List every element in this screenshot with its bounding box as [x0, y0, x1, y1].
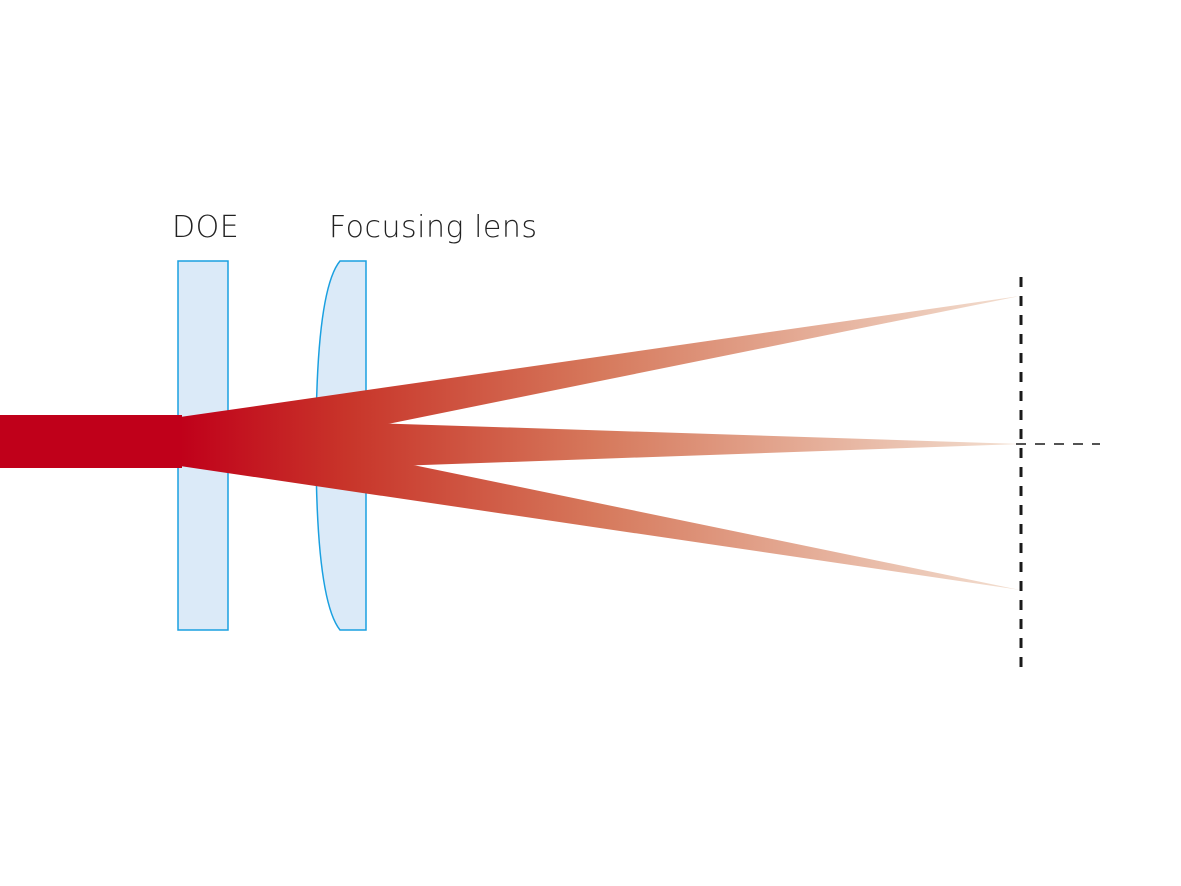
upper-diffracted-beam — [180, 296, 1020, 466]
center-diffracted-beam — [180, 417, 1020, 468]
focusing-lens-label: Focusing lens — [329, 210, 538, 245]
doe-label: DOE — [172, 210, 240, 245]
input-laser-beam — [0, 415, 182, 468]
